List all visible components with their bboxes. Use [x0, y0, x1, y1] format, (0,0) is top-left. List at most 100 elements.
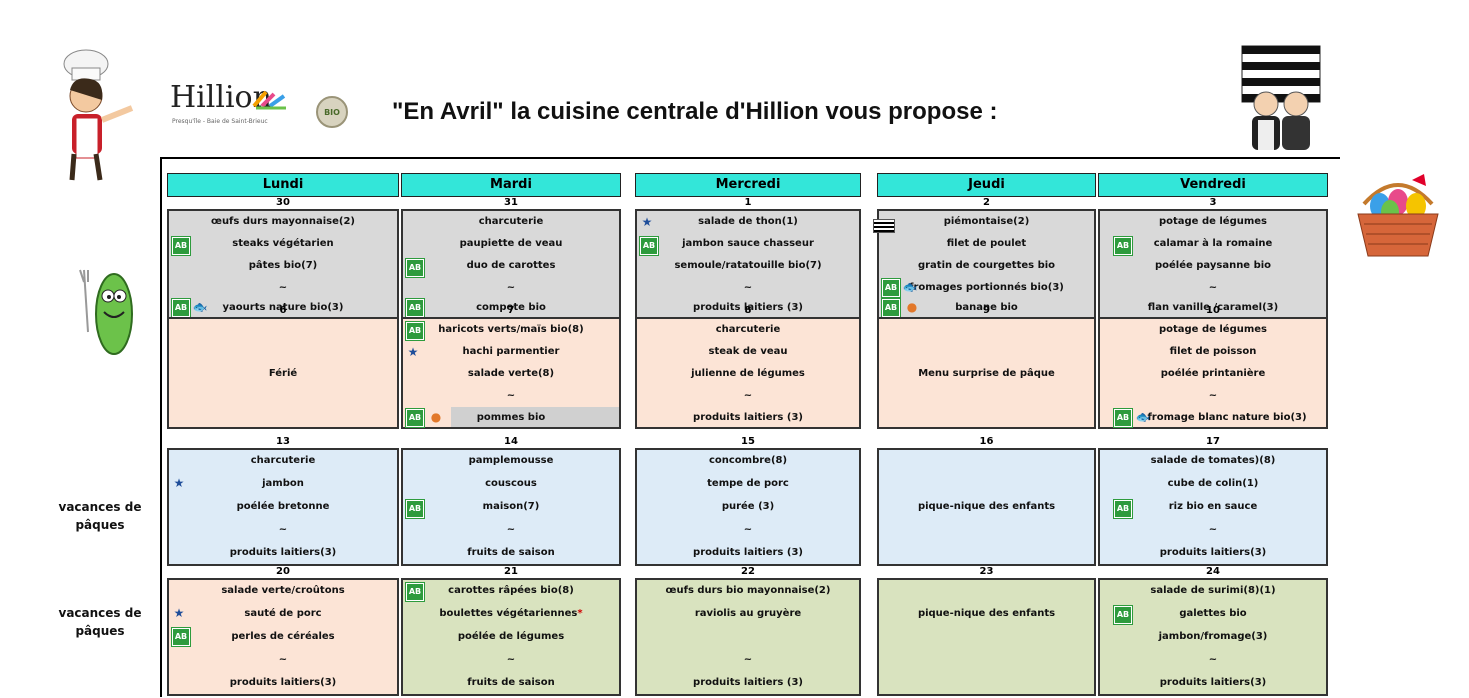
menu-item: julienne de légumes [691, 368, 805, 379]
menu-cell-tue-31: charcuterie paupiette de veau duo de car… [401, 209, 621, 319]
date-label: 3 [1209, 197, 1217, 208]
menu-item: compote bio [476, 302, 546, 313]
organic-ab-icon: AB [405, 408, 425, 428]
chef-woman-illustration [63, 49, 134, 181]
menu-cell-thu-16: pique-nique des enfants [877, 448, 1096, 566]
menu-item: boulettes végétariennes* [403, 603, 619, 625]
menu-cell-fri-17: salade de tomates)(8) cube de colin(1) r… [1098, 448, 1328, 566]
menu-item: produits laitiers (3) [693, 677, 803, 688]
menu-cell-tue-14: pamplemousse couscous maison(7) ~ fruits… [401, 448, 621, 566]
breton-couple-illustration [1241, 45, 1321, 150]
menu-item: pamplemousse [468, 455, 554, 466]
menu-item: fromage blanc nature bio(3) [1147, 412, 1307, 423]
menu-item: ~ [1208, 390, 1218, 401]
date-label: 16 [979, 436, 994, 447]
menu-item: raviolis au gruyère [694, 608, 802, 619]
menu-item: Férié [268, 368, 298, 379]
fish-label-icon: 🐟 [192, 300, 208, 314]
label-rouge-icon: ★ [173, 606, 185, 620]
menu-item: sauté de porc [244, 608, 322, 619]
date-label: 24 [1206, 566, 1220, 577]
menu-item: pique-nique des enfants [917, 501, 1056, 512]
frame-left-line [160, 157, 162, 697]
date-label: 7 [507, 305, 515, 316]
menu-item: fruits de saison [467, 677, 555, 688]
menu-item: fromages portionnés bio(3) [909, 282, 1064, 293]
menu-item: jambon/fromage(3) [1158, 631, 1268, 642]
menu-item: ~ [743, 654, 753, 665]
menu-item: jambon sauce chasseur [682, 238, 814, 249]
orange-fruit-icon: ● [430, 410, 442, 424]
vacation-label-week3: vacances de pâques [58, 500, 142, 532]
date-label: 15 [741, 436, 755, 447]
organic-ab-icon: AB [171, 627, 191, 647]
menu-item: pique-nique des enfants [917, 608, 1056, 619]
vacation-label-week4: vacances de pâques [58, 606, 142, 638]
menu-item: produits laitiers (3) [693, 412, 803, 423]
menu-item: poélée bretonne [236, 501, 330, 512]
menu-item: poélée printanière [1160, 368, 1266, 379]
menu-cell-fri-24: salade de surimi(8)(1) galettes bio jamb… [1098, 578, 1328, 696]
menu-item: salade de thon(1) [698, 216, 798, 227]
star-marker: * [577, 608, 583, 619]
easter-basket-illustration [1357, 174, 1439, 257]
day-header-monday: Lundi [167, 173, 399, 197]
menu-item: salade verte(8) [467, 368, 555, 379]
menu-cell-mon-20: salade verte/croûtons sauté de porc perl… [167, 578, 399, 696]
organic-ab-icon: AB [171, 236, 191, 256]
menu-item: pommes bio [476, 412, 546, 423]
menu-item: charcuterie [478, 216, 544, 227]
menu-item: produits laitiers(3) [229, 547, 337, 558]
menu-item: filet de poisson [1169, 346, 1257, 357]
menu-item [637, 626, 859, 648]
menu-item: ~ [1208, 654, 1218, 665]
organic-ab-icon: AB [1113, 499, 1133, 519]
menu-item: yaourts nature bio(3) [222, 302, 344, 313]
organic-ab-icon: AB [171, 298, 191, 318]
menu-item: carottes râpées bio(8) [448, 585, 574, 596]
menu-cell-mon-30: œufs durs mayonnaise(2) steaks végétarie… [167, 209, 399, 319]
organic-ab-icon: AB [639, 236, 659, 256]
date-label: 31 [504, 197, 518, 208]
menu-item: ~ [506, 524, 516, 535]
highlight-bar [451, 407, 619, 427]
menu-item: banane bio [955, 302, 1018, 313]
menu-item: flan vanille /caramel(3) [1147, 302, 1279, 313]
menu-item: ~ [506, 654, 516, 665]
menu-item-text: boulettes végétariennes [439, 608, 578, 619]
organic-ab-icon: AB [405, 298, 425, 318]
date-label: 30 [276, 197, 290, 208]
menu-item: salade de tomates)(8) [1150, 455, 1276, 466]
menu-item: salade verte/croûtons [221, 585, 345, 596]
menu-item: ~ [743, 282, 753, 293]
date-label: 6 [279, 305, 287, 316]
menu-item: produits laitiers(3) [1159, 547, 1267, 558]
organic-ab-icon: AB [405, 321, 425, 341]
menu-item: hachi parmentier [462, 346, 560, 357]
fish-label-icon: 🐟 [1135, 410, 1151, 424]
hillion-logo-subtitle: Presqu'île - Baie de Saint-Brieuc [172, 118, 268, 125]
date-label: 10 [1206, 305, 1220, 316]
menu-item: tempe de porc [707, 478, 789, 489]
menu-item: concombre(8) [708, 455, 788, 466]
menu-item: produits laitiers(3) [229, 677, 337, 688]
organic-ab-icon: AB [1113, 605, 1133, 625]
date-label: 17 [1206, 436, 1220, 447]
pea-pod-illustration [79, 269, 133, 355]
menu-item: ~ [506, 282, 516, 293]
menu-item: riz bio en sauce [1168, 501, 1258, 512]
orange-fruit-icon: ● [906, 300, 918, 314]
menu-item: charcuterie [715, 324, 781, 335]
menu-cell-thu-2: piémontaise(2) filet de poulet gratin de… [873, 209, 1096, 319]
menu-cell-wed-1: salade de thon(1) jambon sauce chasseur … [635, 209, 861, 319]
breton-flag-icon [873, 219, 895, 233]
label-rouge-icon: ★ [407, 345, 419, 359]
day-header-wednesday: Mercredi [635, 173, 861, 197]
hillion-logo: Hillion [170, 80, 272, 115]
organic-ab-icon: AB [405, 582, 425, 602]
logo-swoosh-icon [252, 90, 286, 110]
fish-label-icon: 🐟 [902, 280, 918, 294]
menu-item: pâtes bio(7) [248, 260, 318, 271]
menu-item: gratin de courgettes bio [917, 260, 1056, 271]
menu-item: ~ [278, 654, 288, 665]
